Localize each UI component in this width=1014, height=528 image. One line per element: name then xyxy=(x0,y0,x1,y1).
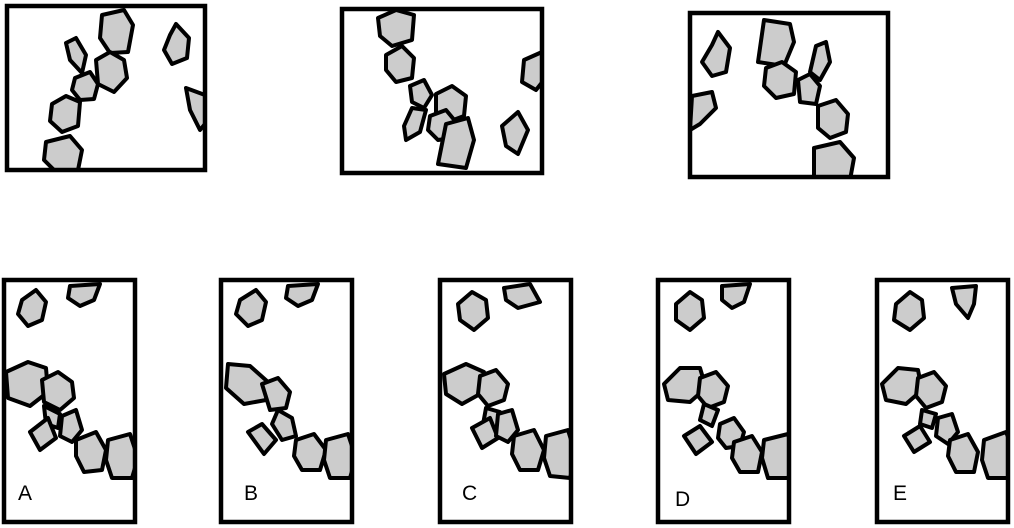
blob xyxy=(756,18,796,68)
blob xyxy=(40,370,76,412)
blob xyxy=(234,288,268,328)
blob xyxy=(284,282,320,308)
blob xyxy=(808,40,832,82)
blob xyxy=(74,430,108,474)
blob xyxy=(94,50,129,94)
blob xyxy=(384,44,416,84)
option-b[interactable]: B xyxy=(218,277,356,525)
blob xyxy=(892,290,926,332)
blob xyxy=(720,282,752,310)
blob xyxy=(690,90,718,132)
blob xyxy=(184,86,205,132)
blob xyxy=(66,282,102,308)
blob xyxy=(696,370,730,410)
option-frame xyxy=(655,277,792,525)
blob xyxy=(42,134,84,170)
blob xyxy=(950,284,978,320)
panel-1-shapes xyxy=(42,8,205,170)
blob xyxy=(16,288,48,328)
option-a[interactable]: A xyxy=(1,277,138,525)
blob xyxy=(796,72,822,106)
option-frame xyxy=(874,277,1011,525)
option-e-shapes xyxy=(880,284,1008,480)
blob xyxy=(104,432,135,480)
blob xyxy=(270,408,298,442)
panel-frame xyxy=(4,3,208,173)
sequence-panel-1 xyxy=(4,3,208,173)
blob xyxy=(762,60,798,100)
blob xyxy=(260,376,292,412)
sequence-panel-3 xyxy=(687,10,891,180)
blob xyxy=(816,98,850,140)
blob xyxy=(502,282,542,310)
option-b-shapes xyxy=(224,282,352,480)
option-label: B xyxy=(244,482,258,505)
blob xyxy=(70,70,100,102)
option-c[interactable]: C xyxy=(437,277,576,525)
option-label: E xyxy=(893,482,907,505)
blob xyxy=(500,110,530,156)
option-frame xyxy=(437,277,574,525)
blob xyxy=(700,30,732,78)
option-label: A xyxy=(18,482,32,505)
blob xyxy=(64,36,88,75)
blob xyxy=(376,9,416,48)
option-a-shapes xyxy=(4,282,135,480)
blob xyxy=(476,368,510,408)
blob xyxy=(456,290,490,332)
blob xyxy=(98,8,135,55)
panel-frame xyxy=(687,10,891,180)
blob xyxy=(402,106,428,142)
blob xyxy=(946,432,980,474)
blob xyxy=(58,408,84,444)
option-c-shapes xyxy=(442,282,571,480)
blob xyxy=(918,408,938,430)
blob xyxy=(914,370,948,410)
blob xyxy=(698,402,720,428)
option-frame xyxy=(1,277,138,525)
blob xyxy=(674,290,706,332)
blob xyxy=(162,22,191,66)
option-d-shapes xyxy=(662,282,789,480)
blob xyxy=(682,424,714,456)
blob xyxy=(510,428,546,472)
blob xyxy=(436,116,476,170)
option-frame xyxy=(218,277,355,525)
blob xyxy=(48,94,82,134)
panel-frame xyxy=(339,6,545,176)
sequence-panel-2 xyxy=(339,6,545,176)
option-d[interactable]: D xyxy=(655,277,796,525)
blob xyxy=(902,424,932,454)
blob xyxy=(408,78,434,110)
option-label: C xyxy=(462,482,477,505)
panel-2-shapes xyxy=(376,9,542,170)
option-e[interactable]: E xyxy=(874,277,1014,525)
blob xyxy=(246,422,278,456)
option-label: D xyxy=(675,488,690,511)
blob xyxy=(730,434,764,474)
blob xyxy=(292,432,328,472)
blob xyxy=(28,416,58,452)
panel-3-shapes xyxy=(690,18,856,177)
blob xyxy=(520,50,542,92)
blob xyxy=(812,140,856,177)
